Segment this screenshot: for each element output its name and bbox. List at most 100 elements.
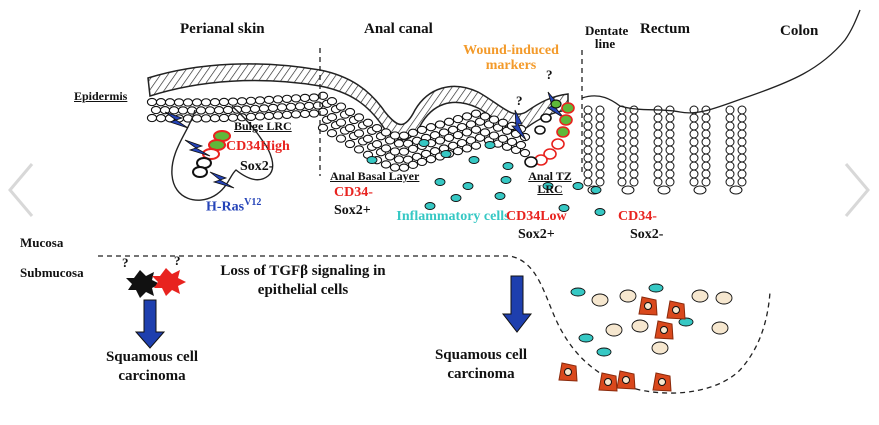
crypt [689, 105, 711, 195]
epithelial-cell [263, 95, 275, 105]
crypt-cell [701, 137, 711, 147]
crypt-cell [693, 185, 707, 195]
crypt-cell [689, 169, 699, 179]
crypt-cell [629, 121, 639, 131]
crypt-cell [629, 105, 639, 115]
inflammatory-cell [434, 178, 446, 186]
epithelial-cell [146, 97, 158, 107]
crypt-cell [595, 177, 605, 187]
epithelial-cell [515, 140, 527, 150]
inflammatory-cells-label: Inflammatory cells [396, 209, 510, 224]
crypt-cell [653, 169, 663, 179]
question-mark-tz: ? [516, 93, 523, 108]
crypt-cell [665, 153, 675, 163]
crypt-cell [701, 153, 711, 163]
epithelial-cell [218, 97, 230, 107]
crypt-cell [725, 177, 735, 187]
epithelial-cell [519, 148, 531, 158]
crypt-cell [689, 177, 699, 187]
crypt-cell [737, 137, 747, 147]
epithelial-cell [497, 134, 509, 143]
stromal-cell [591, 293, 609, 307]
epithelial-cell [506, 137, 518, 147]
crypt-cell [629, 153, 639, 163]
crypt-cell [701, 113, 711, 123]
inflammatory-cell [572, 182, 584, 190]
epithelial-cell [245, 96, 257, 105]
epithelial-cell [380, 144, 392, 153]
crypt-cell [729, 185, 743, 195]
hras-label: H-RasV12 [206, 197, 261, 215]
epithelial-cell [290, 94, 302, 103]
epithelial-cell [461, 128, 473, 137]
region-anal-canal: Anal canal [364, 21, 433, 37]
progression-arrows [134, 275, 533, 349]
crypt-cell [701, 145, 711, 155]
crypt-cell [737, 129, 747, 139]
crypt-cell [653, 129, 663, 139]
epithelial-cell [344, 139, 356, 149]
inflammatory-cell [494, 192, 506, 200]
wound-markers-label: Wound-induced markers [463, 43, 559, 73]
inflammatory-cell [484, 141, 496, 149]
stromal-cell [648, 283, 664, 293]
prev-slide-button[interactable] [4, 160, 38, 220]
next-slide-button[interactable] [840, 160, 874, 220]
epithelial-cell [240, 105, 252, 114]
epithelial-cell [470, 141, 482, 150]
crypt-cell [725, 161, 735, 171]
crypt-cell [665, 145, 675, 155]
crypt-cell [629, 177, 639, 187]
crypt-cell [689, 153, 699, 163]
crypt-cell [689, 129, 699, 139]
epithelial-cell [155, 98, 167, 107]
crypt-cell [617, 161, 627, 171]
submucosa-label: Submucosa [20, 265, 84, 280]
crypt-cell [737, 113, 747, 123]
epithelial-cell [380, 128, 392, 137]
inflammatory-cell [500, 176, 512, 184]
inflammatory-cells [366, 139, 606, 216]
cd34low-label: CD34Low [506, 209, 567, 224]
crypt-cell [737, 177, 747, 187]
crypt-cell [737, 161, 747, 171]
crypt-cell [665, 161, 675, 171]
stromal-cell [651, 341, 669, 355]
epithelial-cell [389, 131, 401, 140]
epithelial-cell [407, 128, 419, 137]
epithelial-cell [344, 107, 356, 117]
crypt-cell [629, 113, 639, 123]
tumor-nucleus [644, 302, 652, 310]
crypt-cell [701, 169, 711, 179]
epithelial-cell [227, 97, 239, 106]
epithelial-cell [200, 114, 212, 123]
epithelial-cell [362, 134, 374, 143]
crypt [725, 105, 747, 195]
crypt-cell [617, 153, 627, 163]
epithelial-cell [371, 124, 383, 133]
region-colon: Colon [780, 23, 819, 39]
sox2-negative-label-2: Sox2- [630, 227, 664, 242]
hras-text: H-Ras [206, 199, 245, 215]
inflammatory-cell [590, 186, 602, 194]
epithelial-cell [276, 103, 288, 112]
crypt-cell [665, 121, 675, 131]
epithelial-cell [407, 160, 419, 169]
epithelial-cell [344, 123, 356, 133]
epithelial-cell [425, 155, 437, 164]
stromal-cell [578, 333, 594, 343]
inflammatory-cell [468, 156, 480, 164]
chevron-right-icon [844, 163, 870, 217]
epithelial-cell [146, 113, 158, 123]
crypt-cell [583, 153, 593, 163]
epithelial-cell [393, 139, 405, 148]
epithelial-cell [236, 97, 248, 106]
epithelial-cell [150, 105, 162, 115]
crypt-cell [725, 137, 735, 147]
crypt-cell [617, 177, 627, 187]
epithelial-cell [398, 163, 410, 172]
crypt-cell [583, 121, 593, 131]
epithelial-cell [353, 113, 365, 122]
region-perianal-skin: Perianal skin [180, 21, 265, 37]
crypt-cell [583, 161, 593, 171]
